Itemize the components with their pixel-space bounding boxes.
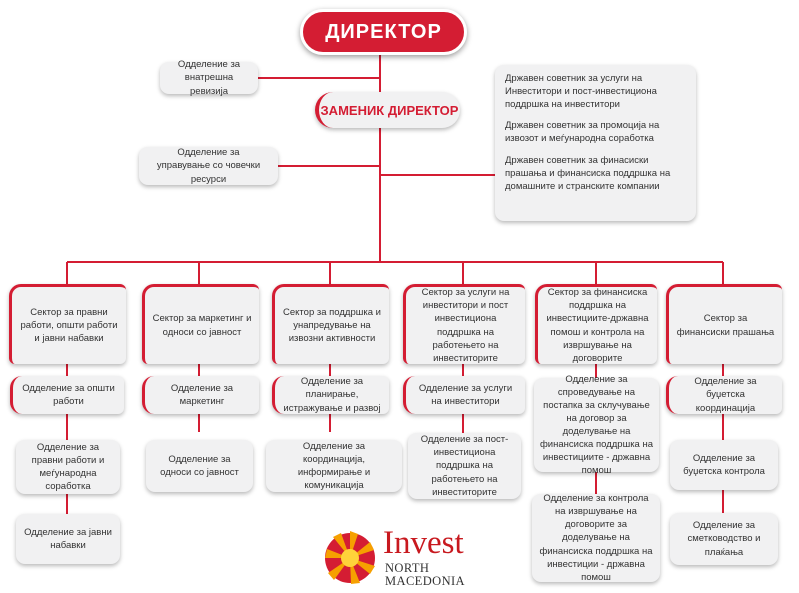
- unit-post-investment: Одделение за пост-инвестициона поддршка …: [408, 433, 521, 499]
- sector-finance-title: Сектор за финансиски прашања: [676, 313, 775, 338]
- state-advisors-box: Државен советник за услуги на Инвеститор…: [495, 65, 696, 221]
- sector-financial-support-title: Сектор за финансиска поддршка на инвести…: [546, 287, 649, 364]
- unit-budget-control-label: Одделение за буџетска контрола: [683, 452, 765, 477]
- sector-export-title: Сектор за поддршка и унапредување на изв…: [283, 306, 381, 345]
- advisor-export: Државен советник за промоција на извозот…: [505, 120, 660, 145]
- sector-legal-title: Сектор за правни работи, општи работи и …: [20, 306, 118, 345]
- invest-north-macedonia-logo: Invest NORTH MACEDONIA: [320, 526, 490, 590]
- advisor-finance: Државен советник за финасиски прашања и …: [505, 154, 671, 192]
- unit-investor-services-label: Одделение за услуги на инвеститори: [418, 382, 513, 407]
- deputy-director-box: ЗАМЕНИК ДИРЕКТОР: [315, 92, 460, 128]
- unit-coordination-communication-label: Одделение за координација, информирање и…: [297, 440, 371, 492]
- sector-investors: Сектор за услуги на инвеститори и пост и…: [403, 284, 525, 364]
- unit-investor-services: Одделение за услуги на инвеститори: [403, 376, 525, 414]
- unit-coordination-communication: Одделение за координација, информирање и…: [266, 440, 402, 492]
- sector-marketing-title: Сектор за маркетинг и односи со јавност: [152, 313, 252, 338]
- unit-public-procurement-label: Одделение за јавни набавки: [24, 526, 112, 551]
- sector-export: Сектор за поддршка и унапредување на изв…: [272, 284, 389, 364]
- unit-general-affairs: Одделение за општи работи: [10, 376, 124, 414]
- unit-contract-procedure: Одделение за спроведување на постапка за…: [534, 374, 659, 476]
- unit-contract-control: Одделение за контрола на извршување на д…: [532, 493, 660, 583]
- unit-contract-procedure-label: Одделение за спроведување на постапка за…: [539, 373, 654, 477]
- unit-marketing: Одделение за маркетинг: [142, 376, 259, 414]
- logo-line-1: NORTH: [385, 561, 430, 575]
- internal-audit-label: Одделение за внатрешна ревизија: [177, 59, 241, 97]
- internal-audit-unit: Одделение за внатрешна ревизија: [160, 59, 258, 97]
- sector-financial-support: Сектор за финансиска поддршка на инвести…: [535, 284, 657, 364]
- unit-post-investment-label: Одделение за пост-инвестициона поддршка …: [420, 434, 509, 498]
- unit-marketing-label: Одделение за маркетинг: [170, 382, 234, 407]
- hr-unit: Одделение за управување со човечки ресур…: [139, 147, 278, 185]
- unit-planning-research-label: Одделение за планирање, истражување и ра…: [283, 376, 381, 414]
- deputy-director-title: ЗАМЕНИК ДИРЕКТОР: [320, 102, 459, 118]
- unit-legal-international-label: Одделение за правни работи и меѓународна…: [31, 441, 105, 493]
- logo-line-2: MACEDONIA: [385, 574, 465, 588]
- unit-budget-coordination: Одделение за буџетска координација: [666, 376, 782, 414]
- unit-public-relations: Одделение за односи со јавност: [146, 440, 253, 492]
- unit-accounting-payments: Одделение за сметководство и плаќања: [670, 513, 778, 565]
- unit-contract-control-label: Одделение за контрола на извршување на д…: [539, 493, 653, 583]
- logo-word: Invest: [383, 525, 464, 561]
- sun-emblem-icon: [325, 531, 375, 584]
- sector-marketing: Сектор за маркетинг и односи со јавност: [142, 284, 259, 364]
- director-box: ДИРЕКТОР: [300, 9, 467, 55]
- sector-legal: Сектор за правни работи, општи работи и …: [9, 284, 126, 364]
- unit-public-procurement: Одделение за јавни набавки: [16, 514, 120, 564]
- sector-finance: Сектор за финансиски прашања: [666, 284, 782, 364]
- hr-label: Одделение за управување со човечки ресур…: [156, 147, 261, 185]
- advisor-investors: Државен советник за услуги на Инвеститор…: [505, 73, 657, 111]
- unit-general-affairs-label: Одделение за општи работи: [22, 382, 115, 407]
- unit-budget-control: Одделение за буџетска контрола: [670, 440, 778, 490]
- unit-planning-research: Одделение за планирање, истражување и ра…: [272, 376, 389, 414]
- unit-legal-international: Одделение за правни работи и меѓународна…: [16, 440, 120, 494]
- unit-accounting-payments-label: Одделение за сметководство и плаќања: [687, 520, 761, 558]
- unit-public-relations-label: Одделение за односи со јавност: [160, 453, 239, 478]
- director-title: ДИРЕКТОР: [325, 20, 442, 43]
- unit-budget-coordination-label: Одделение за буџетска координација: [694, 376, 757, 414]
- logo-country: NORTH MACEDONIA: [385, 562, 465, 588]
- sector-investors-title: Сектор за услуги на инвеститори и пост и…: [421, 287, 510, 364]
